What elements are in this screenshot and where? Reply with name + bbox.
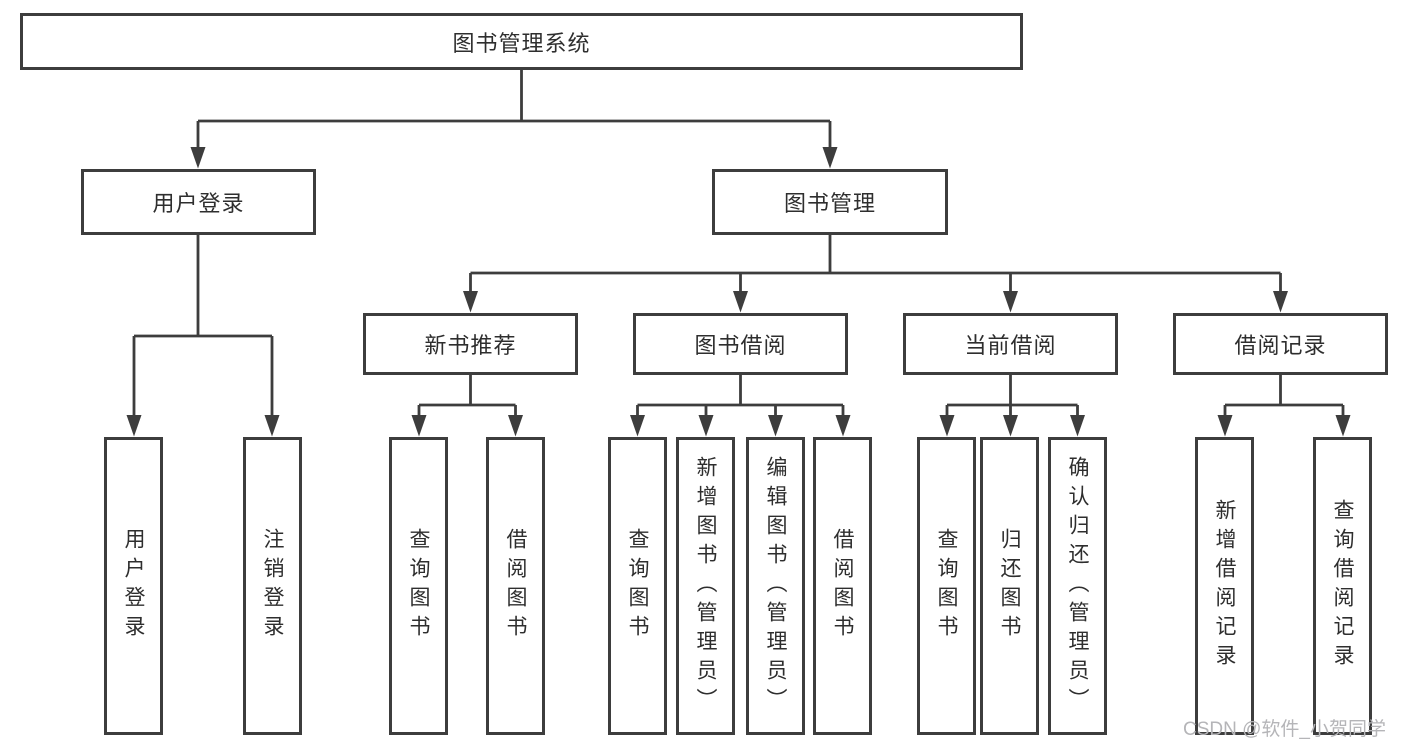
leaf-label: 新增借阅记录	[1213, 499, 1236, 673]
node-library-management-system: 图书管理系统	[20, 13, 1023, 70]
leaf-label: 查询图书	[626, 528, 649, 644]
leaf-add-books-admin: 新增图书（管理员）	[676, 437, 735, 735]
arrowhead-icon	[822, 147, 838, 169]
arrowhead-icon	[768, 415, 783, 437]
leaf-query-books-current: 查询图书	[917, 437, 976, 735]
arrowhead-icon	[630, 415, 645, 437]
arrowhead-icon	[508, 415, 523, 437]
arrowhead-icon	[190, 147, 206, 169]
leaf-label: 编辑图书（管理员）	[764, 455, 787, 717]
arrowhead-icon	[939, 415, 955, 437]
leaf-query-books-borrowing: 查询图书	[608, 437, 667, 735]
arrowhead-icon	[411, 415, 427, 437]
connector-path	[132, 70, 1345, 419]
leaf-label: 借阅图书	[831, 528, 854, 644]
arrowhead-icon	[733, 291, 748, 313]
leaf-user-login: 用户登录	[104, 437, 163, 735]
arrowhead-icon	[1070, 415, 1085, 437]
leaf-logout: 注销登录	[243, 437, 302, 735]
leaf-label: 用户登录	[122, 528, 145, 644]
arrowhead-icon	[1335, 415, 1351, 437]
leaf-return-books: 归还图书	[980, 437, 1039, 735]
leaf-add-borrow-record: 新增借阅记录	[1195, 437, 1254, 735]
leaf-query-borrow-record: 查询借阅记录	[1313, 437, 1372, 735]
arrowhead-icon	[1217, 415, 1233, 437]
leaf-label: 借阅图书	[504, 528, 527, 644]
leaf-label: 归还图书	[998, 528, 1021, 644]
node-book-borrowing: 图书借阅	[633, 313, 848, 375]
leaf-label: 查询图书	[935, 528, 958, 644]
node-new-book-recommendation: 新书推荐	[363, 313, 578, 375]
leaf-label: 注销登录	[261, 528, 284, 644]
node-borrowing-records: 借阅记录	[1173, 313, 1388, 375]
watermark: CSDN @软件_小贺同学	[1183, 719, 1386, 740]
leaf-borrow-books-recommend: 借阅图书	[486, 437, 545, 735]
leaf-edit-books-admin: 编辑图书（管理员）	[746, 437, 805, 735]
leaf-query-books-recommend: 查询图书	[389, 437, 448, 735]
arrowhead-icon	[264, 415, 280, 437]
leaf-label: 确认归还（管理员）	[1066, 455, 1089, 717]
arrowheads	[126, 147, 1351, 437]
arrowhead-icon	[126, 415, 142, 437]
leaf-confirm-return-admin: 确认归还（管理员）	[1048, 437, 1107, 735]
arrowhead-icon	[463, 291, 478, 313]
leaf-borrow-books-borrowing: 借阅图书	[813, 437, 872, 735]
leaf-label: 查询借阅记录	[1331, 499, 1354, 673]
arrowhead-icon	[1273, 291, 1288, 313]
node-book-management: 图书管理	[712, 169, 948, 235]
node-user-login: 用户登录	[81, 169, 316, 235]
arrowhead-icon	[698, 415, 714, 437]
arrowhead-icon	[835, 415, 851, 437]
node-current-borrowing: 当前借阅	[903, 313, 1118, 375]
leaf-label: 新增图书（管理员）	[694, 455, 717, 717]
leaf-label: 查询图书	[407, 528, 430, 644]
arrowhead-icon	[1003, 415, 1018, 437]
arrowhead-icon	[1003, 291, 1018, 313]
